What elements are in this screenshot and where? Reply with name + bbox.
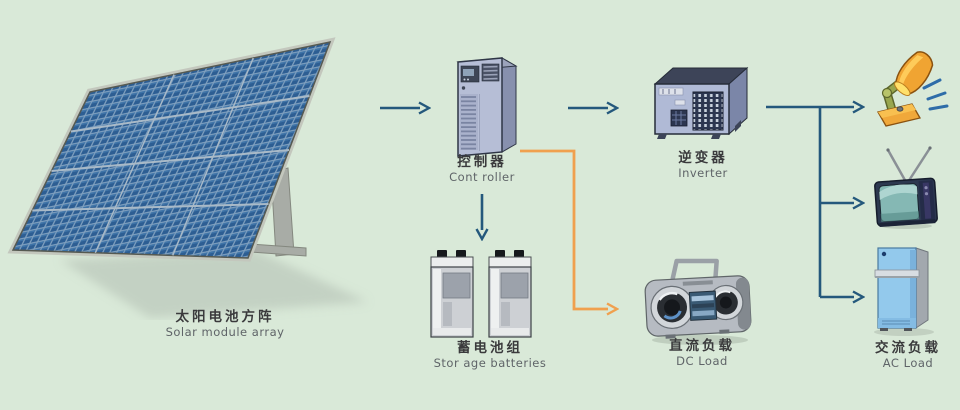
label-inverter: 逆变器 Inverter <box>633 150 773 180</box>
label-controller: 控制器 Cont roller <box>412 154 552 184</box>
fridge-logo-dot <box>881 251 887 257</box>
desk-lamp-icon <box>877 51 949 127</box>
refrigerator-icon <box>874 247 934 336</box>
television-icon <box>874 146 938 229</box>
lamp-light-rays <box>922 78 949 111</box>
label-ac-load-en: AC Load <box>882 355 934 370</box>
arrow-controller-to-dc-load <box>520 149 608 309</box>
dc-load-radio-icon <box>644 258 752 345</box>
radio-handle <box>670 258 719 280</box>
panel-seams <box>32 57 310 256</box>
label-controller-en: Cont roller <box>449 169 515 184</box>
label-solar-module-array: 太阳电池方阵 Solar module array <box>115 309 335 339</box>
storage-batteries-icon <box>430 249 532 338</box>
lamp-shade <box>894 51 934 97</box>
label-dc-load-en: DC Load <box>676 353 728 368</box>
inverter-main-grille <box>692 91 724 131</box>
label-batteries-cn: 蓄电池组 <box>457 340 523 356</box>
lamp-arm-joint <box>881 87 893 99</box>
label-dc-load-cn: 直流负载 <box>669 338 735 354</box>
panel-ground-shadow <box>60 250 368 318</box>
label-solar-cn: 太阳电池方阵 <box>175 309 275 325</box>
label-controller-cn: 控制器 <box>457 154 507 170</box>
controller-vent-grid <box>481 63 500 82</box>
battery-right <box>488 249 532 338</box>
label-ac-load: 交流负载 AC Load <box>838 340 960 370</box>
battery-left <box>430 249 474 338</box>
label-solar-en: Solar module array <box>165 324 285 339</box>
fridge-handle-bar <box>874 269 920 278</box>
label-inverter-en: Inverter <box>678 165 728 180</box>
controller-icon <box>456 57 518 157</box>
label-inverter-cn: 逆变器 <box>678 150 728 166</box>
label-batteries-en: Stor age batteries <box>433 355 547 370</box>
inverter-label-strip <box>658 87 684 96</box>
label-storage-batteries: 蓄电池组 Stor age batteries <box>410 340 570 370</box>
tv-antenna-left <box>886 149 908 183</box>
inverter-icon <box>653 66 749 139</box>
solar-panel-icon <box>7 37 368 318</box>
controller-side-vents <box>461 96 476 150</box>
tv-antenna-right <box>906 147 932 183</box>
inverter-small-vent <box>670 109 688 127</box>
label-dc-load: 直流负载 DC Load <box>632 338 772 368</box>
label-ac-load-cn: 交流负载 <box>875 340 941 356</box>
